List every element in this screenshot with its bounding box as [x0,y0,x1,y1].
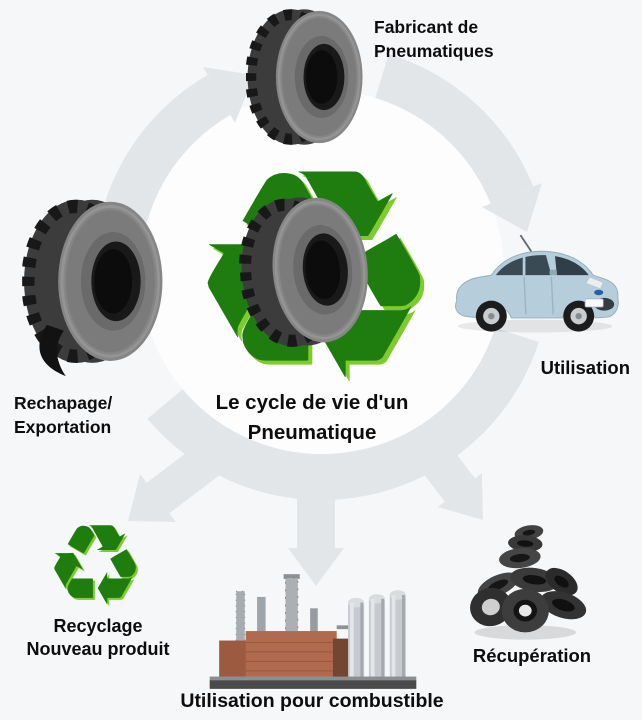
retreading-label-line2: Exportation [14,417,112,437]
branch-arrowhead-recycling [128,474,176,522]
recycling-icon-highlight: ♻ [46,503,148,633]
manufacturer-label: Fabricant de Pneumatiques [374,15,494,63]
recycling-symbol: ♻ ♻ [34,501,156,633]
tire-icon [246,2,372,152]
branch-band-left [146,426,244,514]
recycling-label-line2: Nouveau produit [26,639,170,659]
tire-pile-icon [470,525,587,640]
diagram-title-line1: Le cycle de vie d'un [215,391,409,414]
center-tire-icon [233,184,385,357]
recovery-label: Récupération [472,645,592,666]
manufacturer-label-line1: Fabricant de [374,17,479,37]
cycle-arrowhead-to-car [482,183,542,232]
recycling-label: Recyclage Nouveau produit [8,615,188,661]
cycle-arc-right [374,54,534,205]
recycling-icon: ♻ [44,501,146,631]
diagram-title: Le cycle de vie d'un Pneumatique [142,388,482,448]
branch-band-right [404,426,476,502]
retread-tire-icon [22,196,174,377]
factory-icon [209,574,417,689]
branch-arrowhead-recovery [438,473,483,520]
diagram-title-line2: Pneumatique [247,421,377,444]
fuel-label: Utilisation pour combustible [180,690,444,712]
retreading-label: Rechapage/ Exportation [14,391,112,439]
branch-arrowhead-fuel [288,548,344,586]
usage-label: Utilisation [540,357,630,378]
retreading-label-line1: Rechapage/ [14,393,113,413]
recycling-label-line1: Recyclage [53,616,143,636]
cycle-ring [93,54,542,586]
manufacturer-label-line2: Pneumatiques [374,41,494,61]
car-icon [455,234,619,333]
cycle-arrowhead-top-left [203,67,254,123]
